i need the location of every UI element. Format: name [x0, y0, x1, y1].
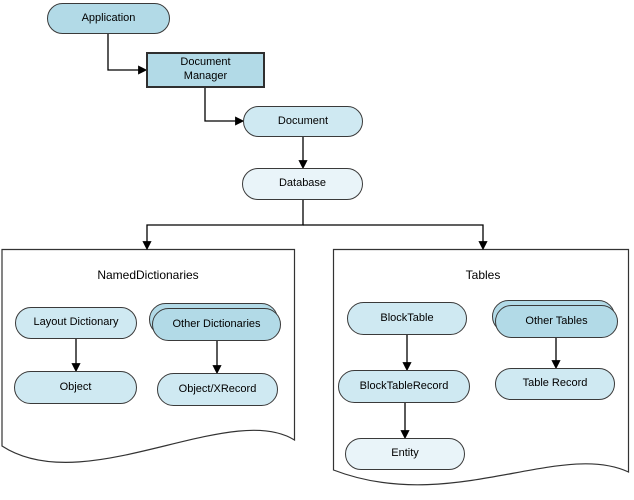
node-entity: Entity [345, 438, 465, 470]
node-object-xrecord-label: Object/XRecord [178, 382, 257, 395]
tables-title: Tables [465, 268, 501, 282]
node-block-table-record-label: BlockTableRecord [359, 379, 449, 392]
node-other-tables: Other Tables [492, 300, 618, 338]
named-dictionaries-container-shape [1, 248, 296, 463]
node-application-label: Application [81, 11, 136, 24]
node-document-manager-label: Document Manager [180, 56, 231, 82]
node-other-dictionaries-label: Other Dictionaries [172, 317, 261, 330]
node-object: Object [14, 371, 137, 404]
node-block-table-record: BlockTableRecord [338, 370, 470, 403]
node-block-table-label: BlockTable [380, 311, 434, 324]
named-dictionaries-title: NamedDictionaries [97, 268, 199, 282]
node-table-record-label: Table Record [522, 377, 588, 390]
node-entity-label: Entity [391, 447, 419, 460]
node-document-manager: Document Manager [146, 52, 265, 88]
node-other-tables-label: Other Tables [525, 314, 588, 327]
node-object-label: Object [59, 380, 92, 393]
stacked-shape-front [152, 308, 281, 341]
node-table-record: Table Record [495, 368, 615, 400]
node-layout-dictionary: Layout Dictionary [15, 307, 137, 339]
node-block-table: BlockTable [347, 302, 467, 335]
edge-database-to-named-dictionaries [142, 200, 304, 251]
edge-database-to-tables [303, 224, 488, 251]
node-document-label: Document [277, 114, 329, 127]
node-layout-dictionary-label: Layout Dictionary [33, 316, 119, 329]
node-object-xrecord: Object/XRecord [157, 373, 278, 406]
node-application: Application [47, 3, 170, 34]
node-database: Database [242, 168, 363, 200]
edge-document-manager-to-document [204, 88, 245, 126]
node-document: Document [243, 106, 363, 137]
node-database-label: Database [278, 177, 327, 190]
stacked-shape-front [495, 305, 618, 338]
node-other-dictionaries: Other Dictionaries [149, 303, 281, 341]
edge-application-to-document-manager [107, 34, 148, 75]
